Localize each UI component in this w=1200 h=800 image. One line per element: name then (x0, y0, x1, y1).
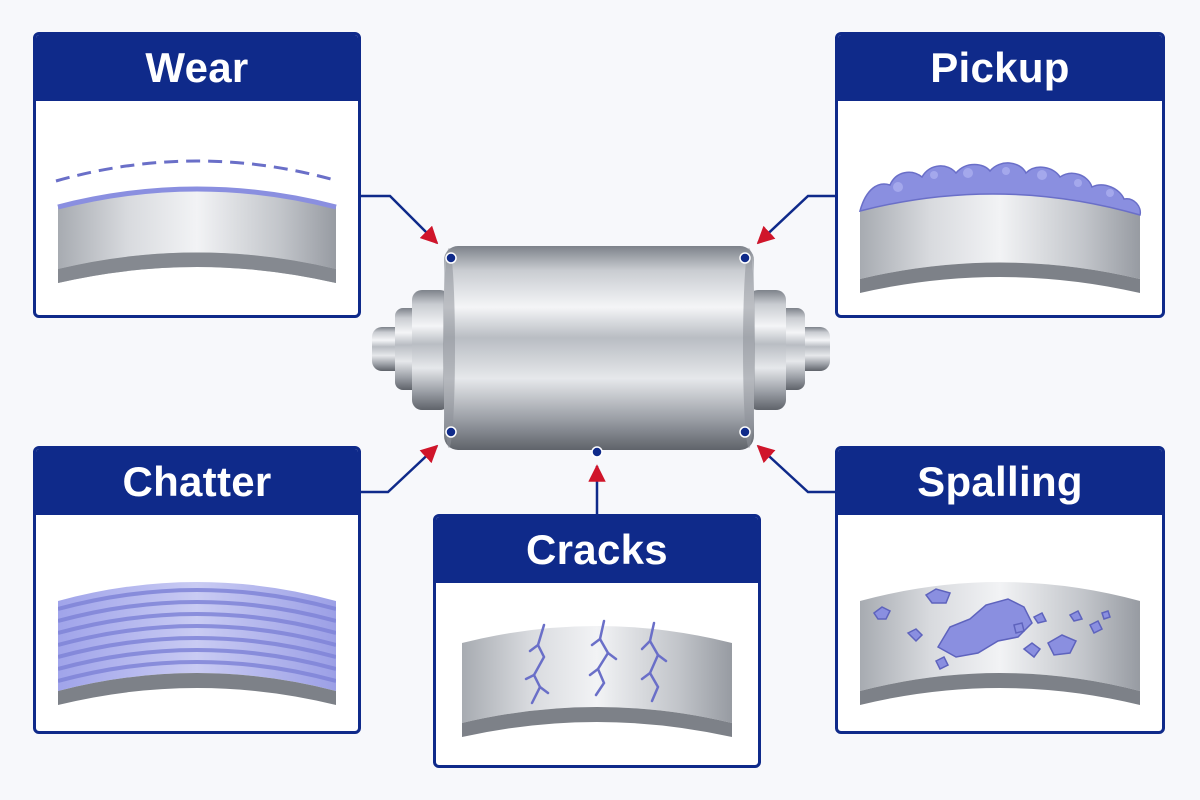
connector-spalling (756, 444, 835, 494)
pickup-title: Pickup (838, 35, 1162, 101)
cracks-title: Cracks (436, 517, 758, 583)
spalling-illustration (860, 582, 1140, 705)
chatter-panel: Chatter (33, 446, 361, 734)
chatter-illustration (58, 582, 336, 705)
chatter-title: Chatter (36, 449, 358, 515)
cracks-illustration (462, 619, 732, 737)
point-pickup (739, 252, 751, 264)
wear-title: Wear (36, 35, 358, 101)
connector-chatter (361, 444, 439, 494)
point-chatter (445, 426, 457, 438)
connector-wear (361, 194, 439, 245)
roll-barrel (444, 246, 754, 450)
roll (372, 246, 830, 458)
wear-panel: Wear (33, 32, 361, 318)
pickup-panel: Pickup (835, 32, 1165, 318)
spalling-title: Spalling (838, 449, 1162, 515)
connector-pickup (756, 194, 835, 245)
spalling-panel: Spalling (835, 446, 1165, 734)
point-spalling (739, 426, 751, 438)
wear-illustration (55, 159, 339, 283)
left-shoulder (412, 290, 450, 410)
point-wear (445, 252, 457, 264)
pickup-illustration (858, 162, 1142, 293)
right-shoulder (748, 290, 786, 410)
cracks-panel: Cracks (433, 514, 761, 768)
point-cracks (591, 446, 603, 458)
